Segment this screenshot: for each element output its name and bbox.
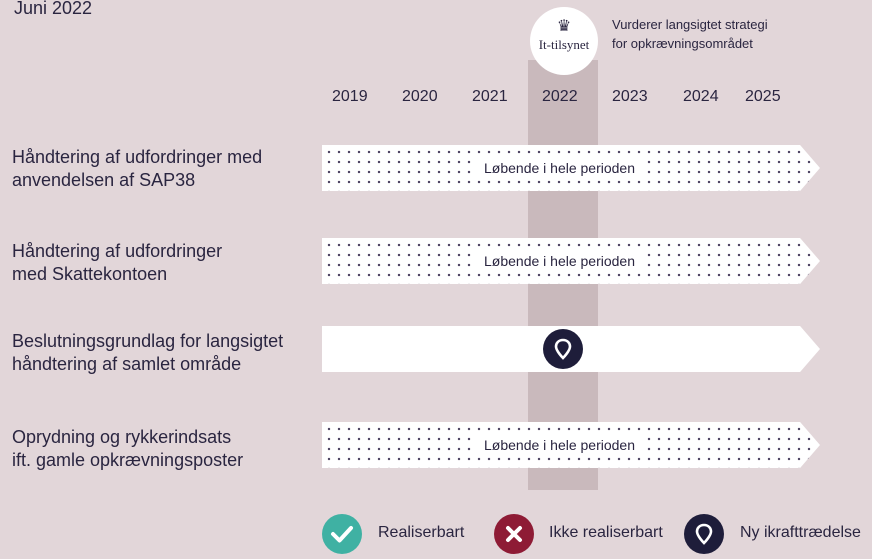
row-label-skattekonto: Håndtering af udfordringer med Skattekon…: [12, 240, 322, 286]
timeline-bar-skattekonto: Løbende i hele perioden: [322, 238, 820, 284]
row-label-line2: anvendelsen af SAP38: [12, 170, 196, 190]
row-label-line1: Håndtering af udfordringer med: [12, 147, 263, 167]
strategy-note-line2: for opkrævningsområdet: [612, 36, 753, 51]
row-label-line2: håndtering af samlet område: [12, 354, 242, 374]
row-label-sap38: Håndtering af udfordringer med anvendels…: [12, 146, 322, 192]
check-icon: [322, 514, 362, 554]
crown-icon: ♛: [556, 16, 572, 35]
row-label-line1: Beslutningsgrundlag for langsigtet: [12, 331, 284, 351]
legend-label-ikke-realiserbart: Ikke realiserbart: [549, 524, 663, 541]
bar-label: Løbende i hele perioden: [472, 157, 648, 179]
location-pin-icon: [684, 514, 724, 554]
timeline-bar-sap38: Løbende i hele perioden: [322, 145, 820, 191]
year-label: 2021: [472, 88, 508, 105]
year-label: 2019: [332, 88, 368, 105]
row-label-oprydning: Oprydning og rykkerindsats ift. gamle op…: [12, 426, 322, 472]
it-tilsynet-logo: ♛ It-tilsynet: [530, 7, 598, 75]
row-label-line1: Håndtering af udfordringer: [12, 241, 223, 261]
x-icon: [494, 514, 534, 554]
logo-text: It-tilsynet: [538, 37, 590, 52]
row-label-beslutningsgrundlag: Beslutningsgrundlag for langsigtet håndt…: [12, 330, 322, 376]
row-label-line2: med Skattekontoen: [12, 264, 168, 284]
strategy-note-line1: Vurderer langsigtet strategi: [612, 17, 768, 32]
year-label: 2022: [542, 88, 578, 105]
timeline-bar-oprydning: Løbende i hele perioden: [322, 422, 820, 468]
date-label: Juni 2022: [14, 0, 93, 18]
legend-label-realiserbart: Realiserbart: [378, 524, 465, 541]
year-label: 2025: [745, 88, 781, 105]
year-label: 2024: [683, 88, 719, 105]
location-pin-icon: [543, 329, 583, 369]
bar-label: Løbende i hele perioden: [472, 434, 648, 456]
row-label-line2: ift. gamle opkrævningsposter: [12, 450, 244, 470]
year-label: 2020: [402, 88, 438, 105]
legend-label-ny-ikrafttraedelse: Ny ikrafttrædelse: [740, 524, 861, 541]
row-label-line1: Oprydning og rykkerindsats: [12, 427, 232, 447]
bar-label: Løbende i hele perioden: [472, 250, 648, 272]
strategy-note: Vurderer langsigtet strategi for opkrævn…: [612, 15, 812, 53]
year-label: 2023: [612, 88, 648, 105]
